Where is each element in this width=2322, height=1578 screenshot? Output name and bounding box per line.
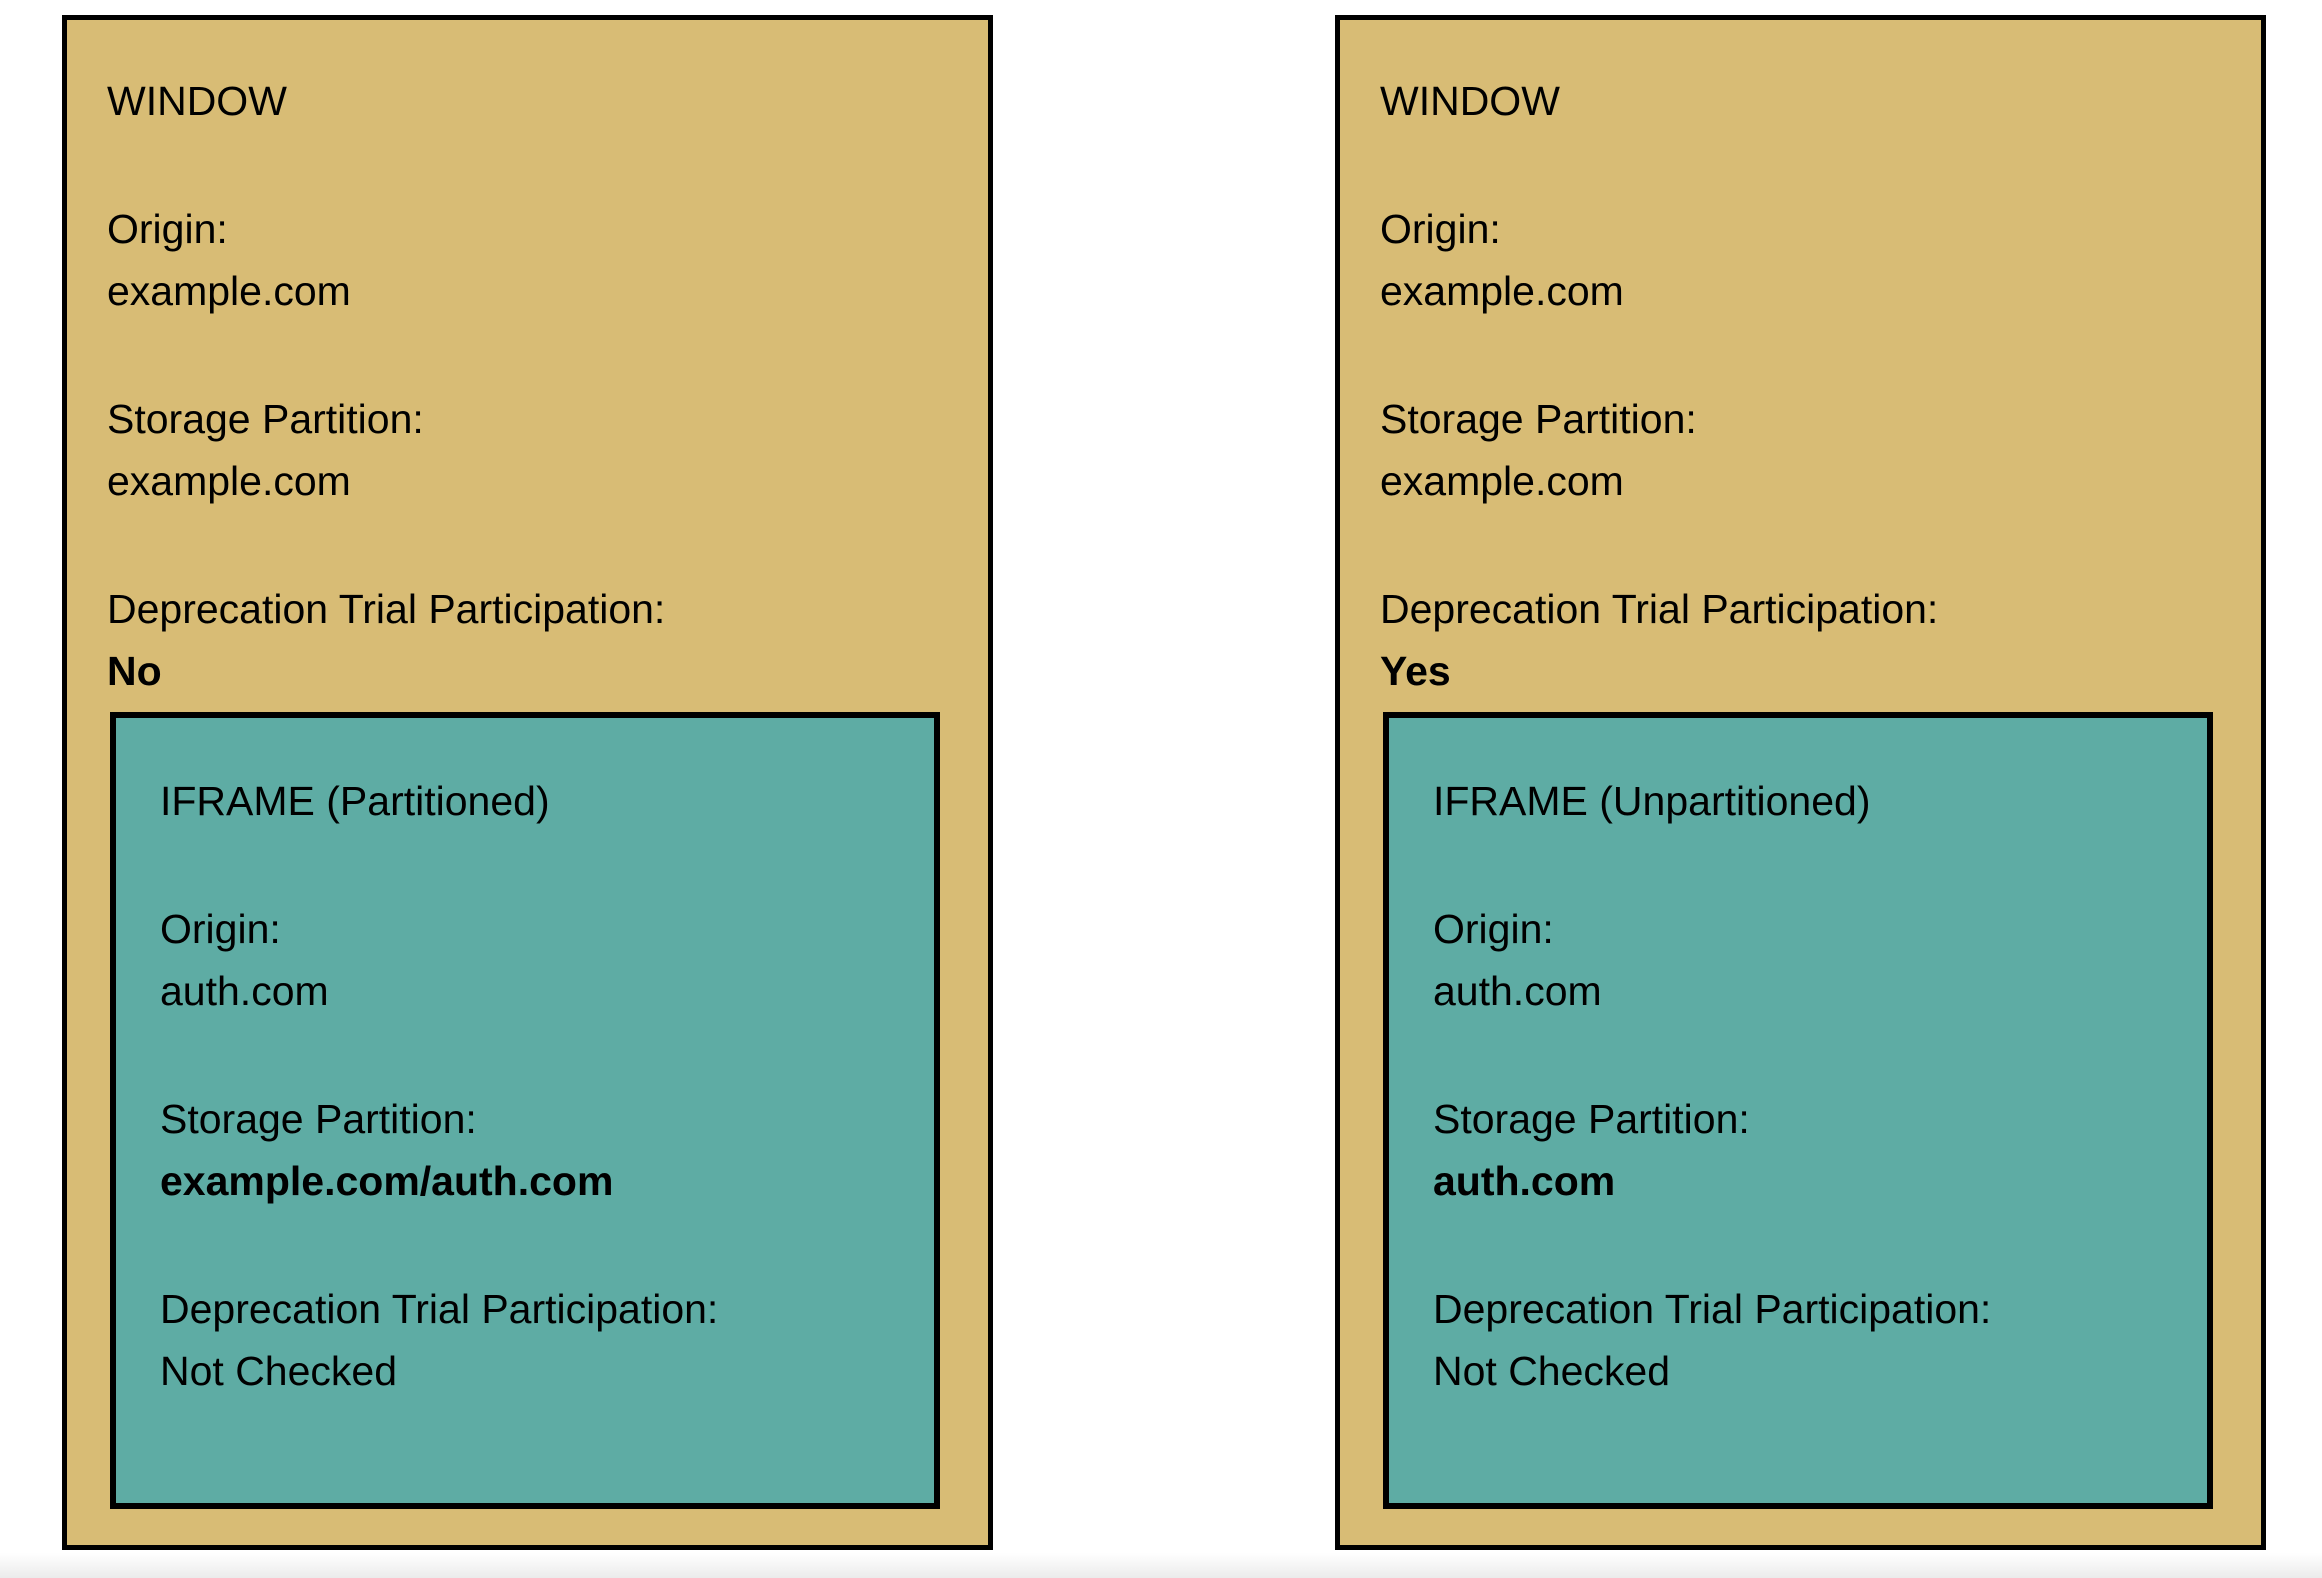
iframe-title: IFRAME (Partitioned) <box>160 778 550 824</box>
window-box-with-trial: WINDOW Origin: example.com Storage Parti… <box>1335 15 2266 1550</box>
iframe-box-partitioned: IFRAME (Partitioned) Origin: auth.com St… <box>110 712 940 1509</box>
page-bottom-shade <box>0 1553 2322 1578</box>
window-title: WINDOW <box>107 78 287 124</box>
field-value: Yes <box>1380 648 1451 694</box>
field-value: auth.com <box>1433 1158 1616 1204</box>
field-value: example.com <box>1380 458 1624 504</box>
field-label: Origin: <box>160 906 281 952</box>
window-box-no-trial: WINDOW Origin: example.com Storage Parti… <box>62 15 993 1550</box>
window-field-origin: Origin: example.com <box>107 198 988 322</box>
iframe-title: IFRAME (Unpartitioned) <box>1433 778 1871 824</box>
window-field-deprecation-trial: Deprecation Trial Participation: Yes <box>1380 578 2261 702</box>
field-label: Origin: <box>107 206 228 252</box>
field-value: example.com <box>107 268 351 314</box>
window-field-deprecation-trial: Deprecation Trial Participation: No <box>107 578 988 702</box>
field-label: Deprecation Trial Participation: <box>107 586 666 632</box>
field-label: Storage Partition: <box>1380 396 1697 442</box>
field-value: Not Checked <box>160 1348 398 1394</box>
field-label: Deprecation Trial Participation: <box>1433 1286 1992 1332</box>
iframe-field-storage-partition: Storage Partition: auth.com <box>1433 1088 2207 1212</box>
field-label: Deprecation Trial Participation: <box>160 1286 719 1332</box>
field-value: example.com <box>107 458 351 504</box>
field-label: Storage Partition: <box>107 396 424 442</box>
iframe-field-origin: Origin: auth.com <box>160 898 934 1022</box>
iframe-field-deprecation-trial: Deprecation Trial Participation: Not Che… <box>160 1278 934 1402</box>
iframe-field-storage-partition: Storage Partition: example.com/auth.com <box>160 1088 934 1212</box>
field-label: Origin: <box>1433 906 1554 952</box>
field-value: auth.com <box>160 968 329 1014</box>
field-value: example.com <box>1380 268 1624 314</box>
window-field-storage-partition: Storage Partition: example.com <box>107 388 988 512</box>
window-field-origin: Origin: example.com <box>1380 198 2261 322</box>
field-label: Storage Partition: <box>160 1096 477 1142</box>
iframe-field-deprecation-trial: Deprecation Trial Participation: Not Che… <box>1433 1278 2207 1402</box>
field-value: auth.com <box>1433 968 1602 1014</box>
field-label: Deprecation Trial Participation: <box>1380 586 1939 632</box>
field-value: example.com/auth.com <box>160 1158 614 1204</box>
field-value: Not Checked <box>1433 1348 1671 1394</box>
iframe-box-unpartitioned: IFRAME (Unpartitioned) Origin: auth.com … <box>1383 712 2213 1509</box>
window-field-storage-partition: Storage Partition: example.com <box>1380 388 2261 512</box>
field-value: No <box>107 648 162 694</box>
iframe-field-origin: Origin: auth.com <box>1433 898 2207 1022</box>
field-label: Origin: <box>1380 206 1501 252</box>
field-label: Storage Partition: <box>1433 1096 1750 1142</box>
window-title: WINDOW <box>1380 78 1560 124</box>
